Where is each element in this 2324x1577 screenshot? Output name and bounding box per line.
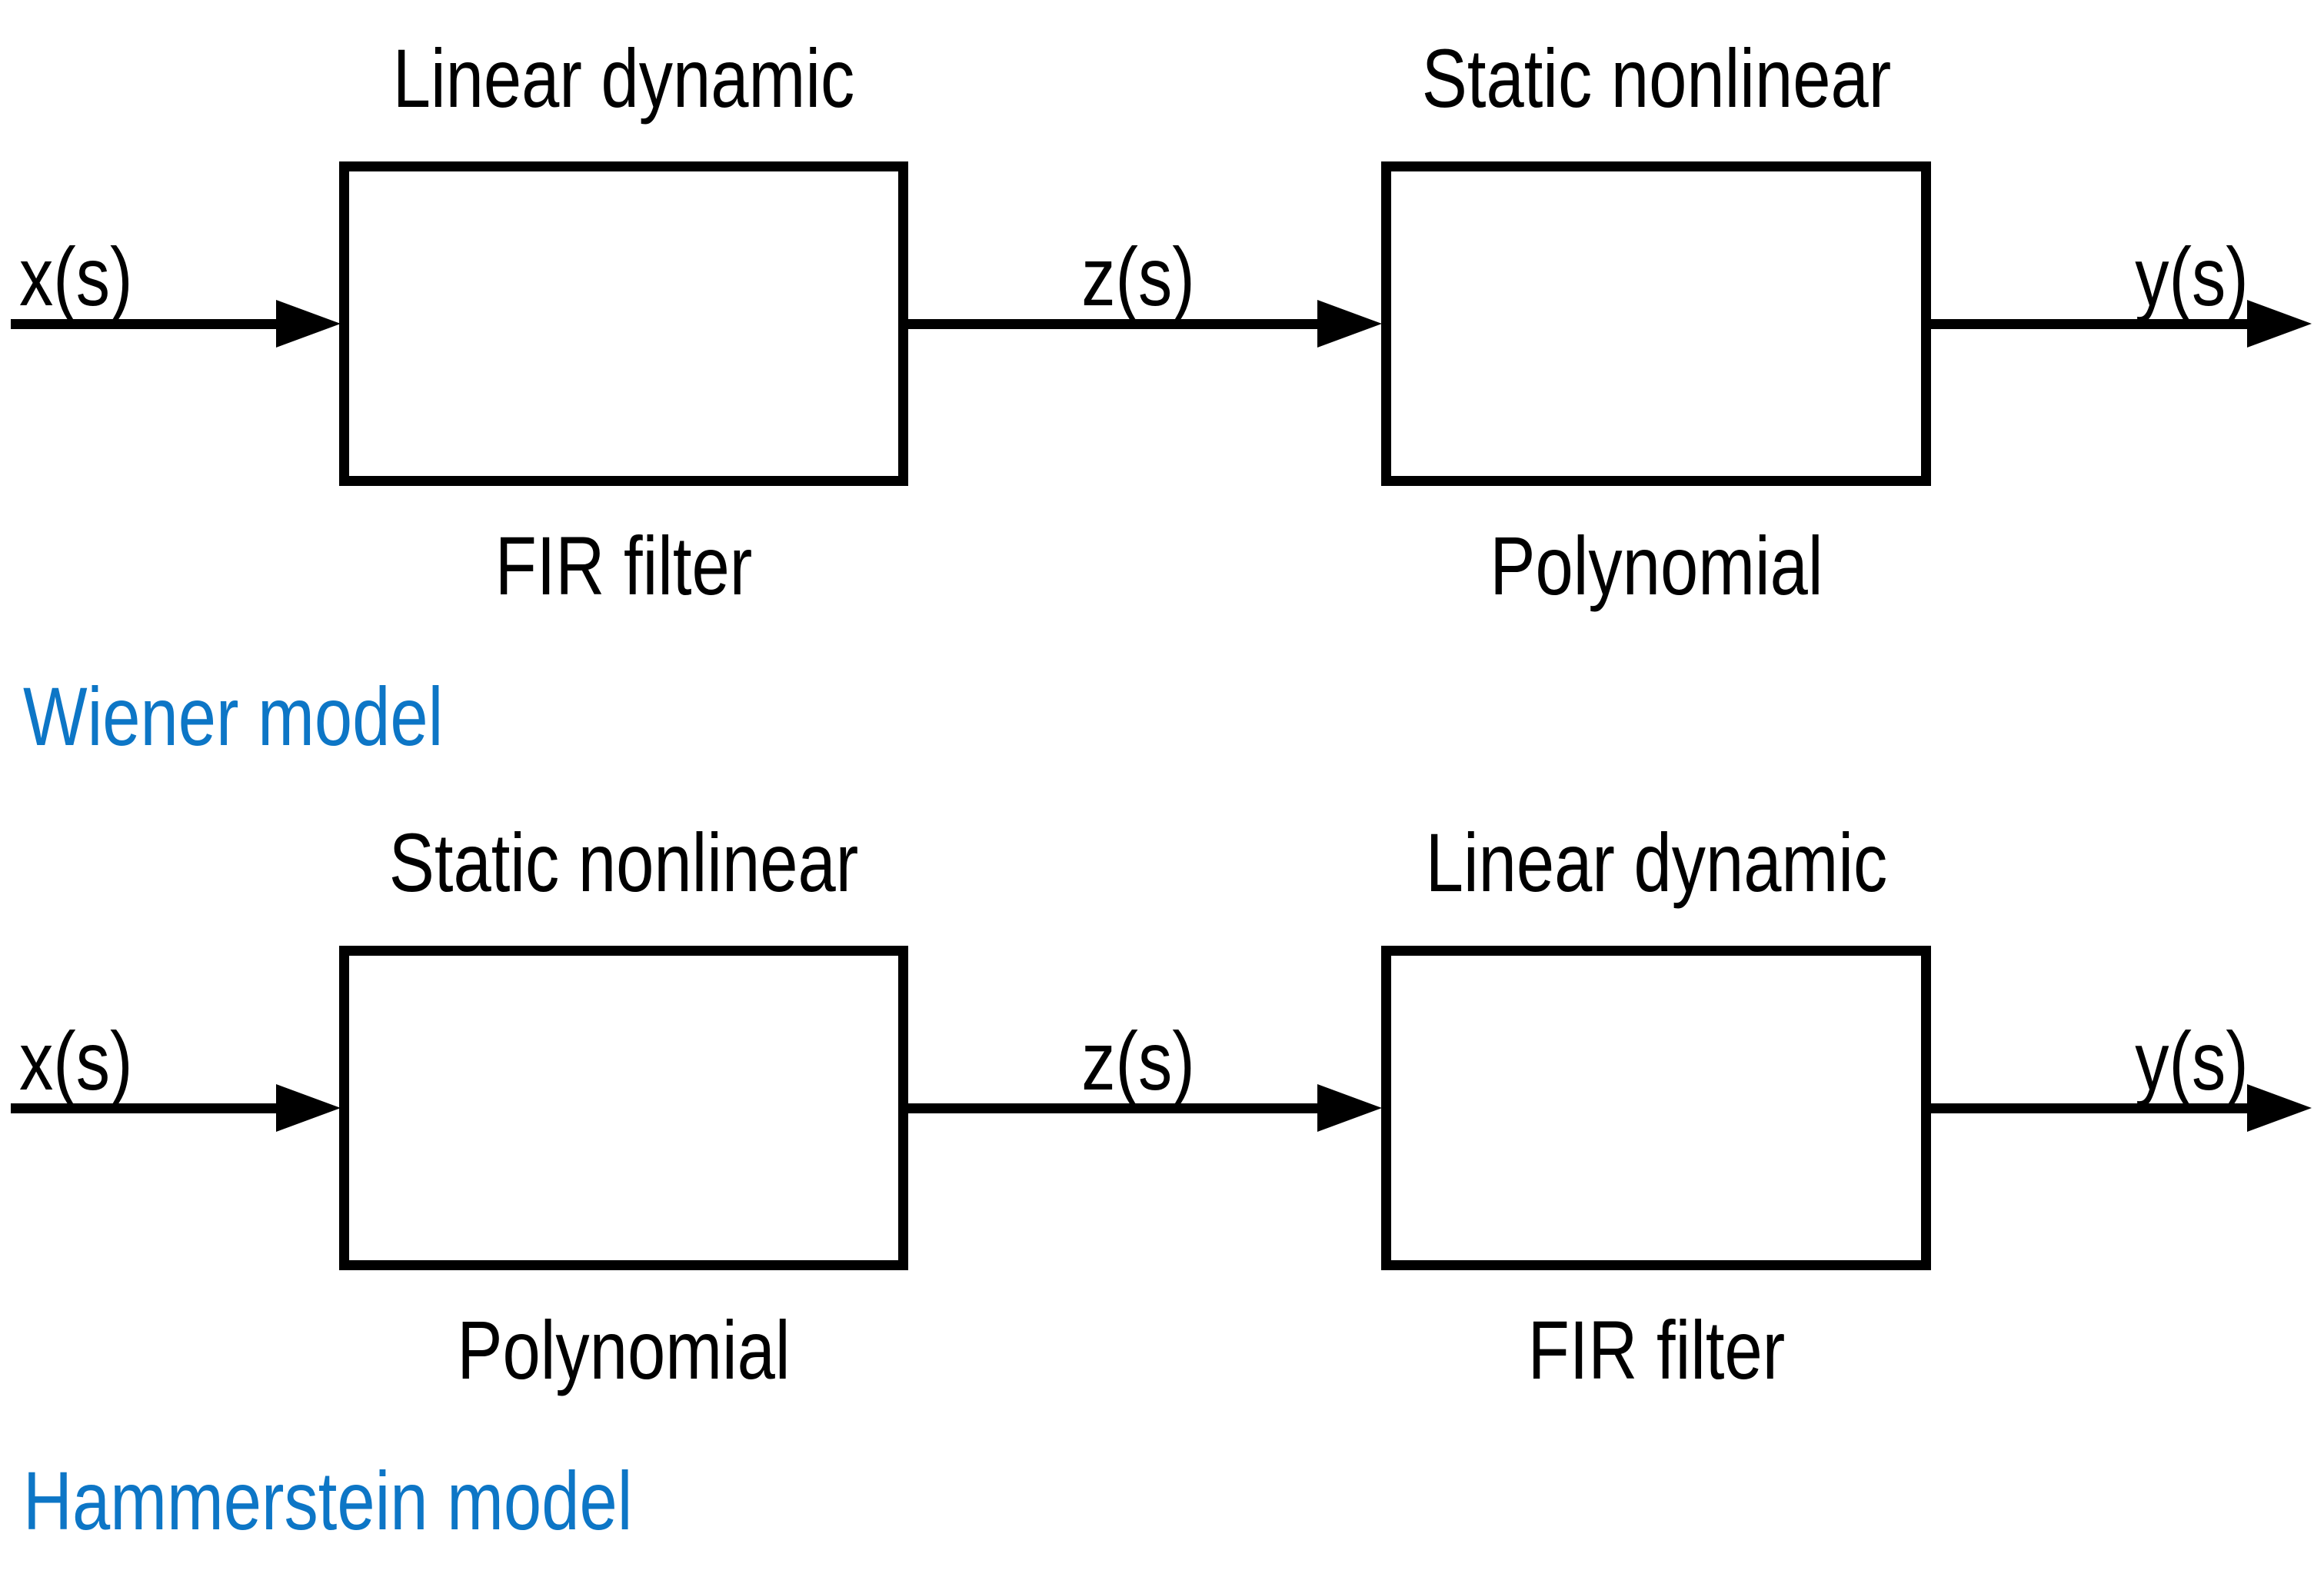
- arrowhead-icon: [1317, 300, 1382, 348]
- arrowhead-icon: [2247, 300, 2312, 348]
- block-title: Static nonlinear: [1421, 32, 1892, 125]
- process-block: [1381, 946, 1931, 1270]
- output-signal-label: y(s): [2135, 1014, 2249, 1107]
- intermediate-arrow-shaft: [908, 319, 1320, 329]
- block-title: Linear dynamic: [1425, 816, 1888, 909]
- arrowhead-icon: [276, 1084, 341, 1132]
- block-title: Linear dynamic: [392, 32, 855, 125]
- arrowhead-icon: [276, 300, 341, 348]
- intermediate-signal-label: z(s): [1081, 230, 1195, 323]
- input-signal-label: x(s): [19, 230, 133, 323]
- process-block: [339, 161, 908, 486]
- output-arrow-shaft: [1931, 319, 2249, 329]
- block-title: Static nonlinear: [388, 816, 859, 909]
- input-arrow-shaft: [11, 1103, 278, 1113]
- block-caption: Polynomial: [1490, 519, 1823, 612]
- arrowhead-icon: [2247, 1084, 2312, 1132]
- input-signal-label: x(s): [19, 1014, 133, 1107]
- arrowhead-icon: [1317, 1084, 1382, 1132]
- output-arrow-shaft: [1931, 1103, 2249, 1113]
- output-signal-label: y(s): [2135, 230, 2249, 323]
- process-block: [339, 946, 908, 1270]
- input-arrow-shaft: [11, 319, 278, 329]
- intermediate-signal-label: z(s): [1081, 1014, 1195, 1107]
- block-caption: Polynomial: [457, 1303, 791, 1396]
- model-name-label: Hammerstein model: [23, 1454, 633, 1547]
- process-block: [1381, 161, 1931, 486]
- block-caption: FIR filter: [494, 519, 753, 612]
- block-caption: FIR filter: [1527, 1303, 1786, 1396]
- wiener-model-row: Linear dynamic Static nonlinear x(s) z(s…: [11, 32, 2312, 763]
- intermediate-arrow-shaft: [908, 1103, 1320, 1113]
- hammerstein-model-row: Static nonlinear Linear dynamic x(s) z(s…: [0, 784, 2324, 1577]
- model-name-label: Wiener model: [23, 670, 444, 763]
